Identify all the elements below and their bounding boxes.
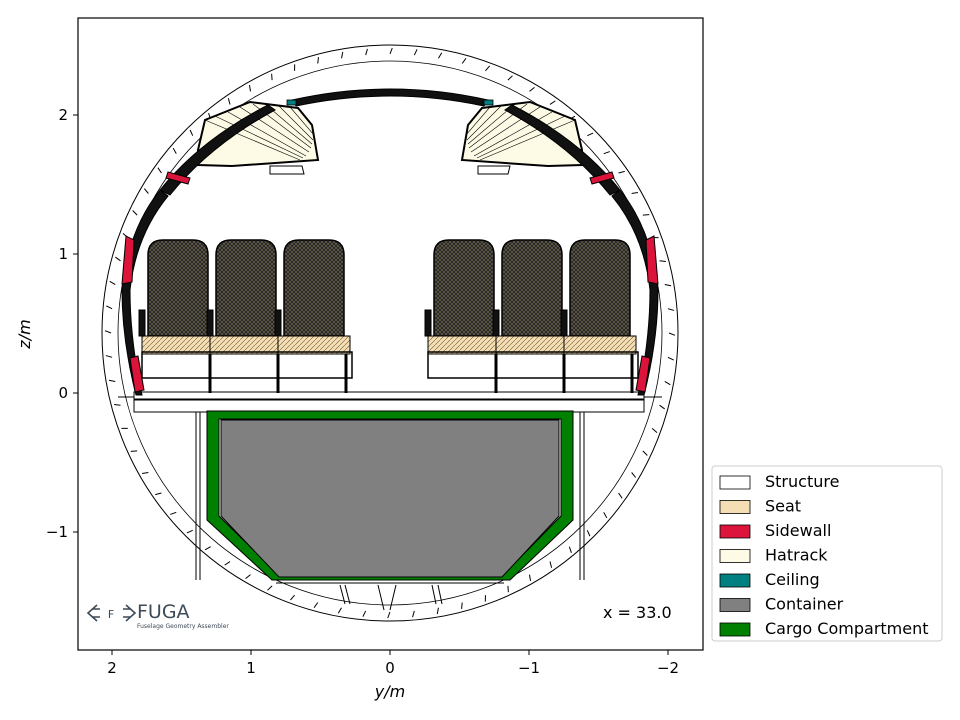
seat-frame <box>141 351 353 379</box>
x-tick-label: 1 <box>246 659 256 677</box>
x-axis: 2 1 0 −1 −2 y/m <box>107 650 679 701</box>
stringers <box>104 47 676 619</box>
fuga-logo-name: FUGA <box>137 601 190 623</box>
x-tick-label: −2 <box>657 659 679 677</box>
legend-entry: Container <box>719 595 844 614</box>
ceiling-light-right <box>483 99 494 106</box>
y-axis-title: z/m <box>15 319 34 349</box>
legend-entry: Cargo Compartment <box>719 619 929 638</box>
hatrack-right <box>460 100 583 175</box>
sidewall-upper-right <box>504 104 621 196</box>
x-tick-label: 0 <box>385 659 395 677</box>
inner-frame <box>117 60 663 606</box>
legend-swatch <box>719 598 751 612</box>
legend-label: Structure <box>765 472 839 491</box>
fuga-logo-mark <box>86 604 137 622</box>
legend-label: Ceiling <box>765 570 820 589</box>
fuga-logo-tagline: Fuselage Geometry Assembler <box>137 623 229 630</box>
legend: StructureSeatSidewallHatrackCeilingConta… <box>711 465 943 642</box>
legend-entry: Hatrack <box>719 546 828 565</box>
legend-entry: Ceiling <box>719 570 820 589</box>
cabin-floor <box>133 391 645 400</box>
fuga-logo: F FUGA Fuselage Geometry Assembler <box>86 601 229 630</box>
legend-entry: Sidewall <box>719 521 831 540</box>
sidewall-panel-right-upper <box>645 235 659 285</box>
passenger-seat <box>560 239 637 393</box>
legend-swatch <box>719 475 751 490</box>
legend-entry: Structure <box>719 472 839 491</box>
x-tick-label: −1 <box>518 659 540 677</box>
floor-beam <box>133 399 645 413</box>
legend-swatch <box>719 573 751 588</box>
y-tick-label: 2 <box>58 106 68 124</box>
passenger-seat <box>424 239 501 393</box>
seat-frame <box>427 351 639 379</box>
legend-label: Hatrack <box>765 546 828 565</box>
fuga-logo-icon-letter: F <box>108 608 114 621</box>
seat-rows <box>138 239 639 393</box>
legend-swatch <box>719 549 751 563</box>
section-position-label: x = 33.0 <box>603 603 672 622</box>
sidewall-panel-left-lower <box>129 355 145 393</box>
legend-swatch <box>719 622 751 637</box>
legend-box <box>711 465 943 642</box>
y-tick-label: 1 <box>58 245 68 263</box>
legend-swatch <box>719 500 751 514</box>
legend-label: Sidewall <box>765 521 831 540</box>
legend-label: Seat <box>765 497 801 516</box>
sidewall-panel-left-upper <box>121 235 135 285</box>
legend-label: Cargo Compartment <box>765 619 929 638</box>
x-axis-title: y/m <box>374 682 405 701</box>
outer-skin <box>101 44 679 622</box>
y-tick-label: −1 <box>46 523 68 541</box>
passenger-seat <box>492 239 569 393</box>
container <box>220 419 560 578</box>
y-axis: 2 1 0 −1 z/m <box>15 106 78 541</box>
y-tick-label: 0 <box>58 384 68 402</box>
sidewall-panel-right-lower <box>635 355 651 393</box>
passenger-seat <box>274 239 351 393</box>
x-tick-label: 2 <box>107 659 117 677</box>
legend-label: Container <box>765 595 844 614</box>
sidewall-upper-left <box>159 104 276 196</box>
legend-entry: Seat <box>719 497 801 516</box>
cross-section-drawing <box>101 44 679 622</box>
legend-swatch <box>719 524 751 539</box>
ceiling-light-left <box>286 99 297 106</box>
passenger-seat <box>206 239 283 393</box>
hatrack-left <box>197 100 320 175</box>
